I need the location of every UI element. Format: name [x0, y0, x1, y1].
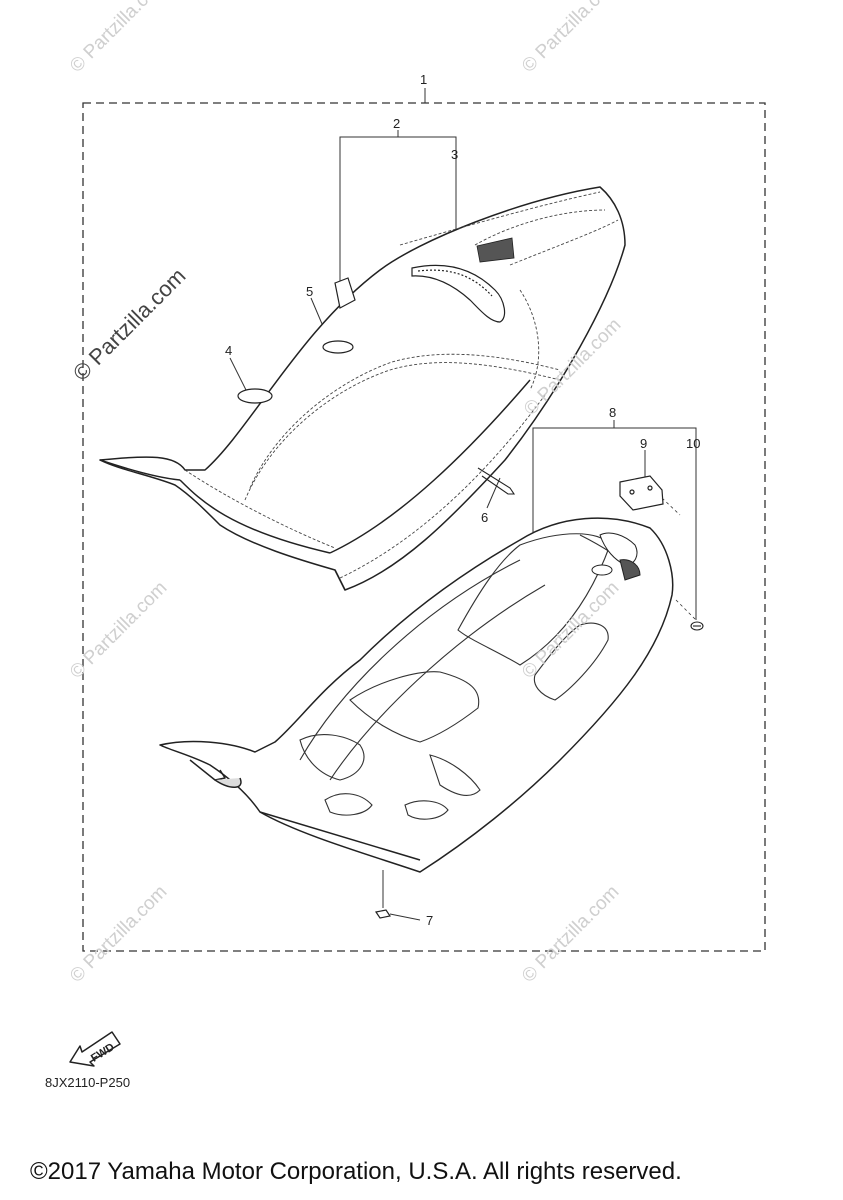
callout-8: 8 [609, 405, 617, 420]
seat-tab [334, 277, 356, 309]
screw-part [690, 621, 704, 631]
copyright-notice: ©2017 Yamaha Motor Corporation, U.S.A. A… [30, 1158, 682, 1185]
seat-base-recesses [299, 533, 641, 820]
callout-5: 5 [306, 284, 314, 299]
callout-4: 4 [225, 343, 233, 358]
callout-10: 10 [686, 436, 701, 451]
grab-strap [411, 264, 506, 323]
seat-base [159, 517, 674, 873]
callout-3: 3 [451, 147, 459, 162]
assembly-border [82, 102, 766, 952]
callout-7: 7 [426, 913, 434, 928]
callout-1: 1 [420, 72, 428, 87]
callout-9: 9 [640, 436, 648, 451]
bracket-part [619, 475, 664, 511]
latch-area [591, 532, 641, 581]
seat-cover [99, 186, 626, 591]
callout-2: 2 [393, 116, 401, 131]
callout-6: 6 [481, 510, 489, 525]
part-code: 8JX2110-P250 [45, 1075, 131, 1090]
clip-part [477, 467, 516, 495]
seat-stitching [184, 191, 619, 579]
hook-part [375, 909, 391, 919]
seat-emblem-large [237, 388, 273, 404]
fwd-arrow-icon: FWD [69, 1031, 121, 1067]
guide-lines [661, 497, 697, 621]
seat-logo [476, 237, 515, 263]
seat-emblem-small [322, 340, 354, 354]
